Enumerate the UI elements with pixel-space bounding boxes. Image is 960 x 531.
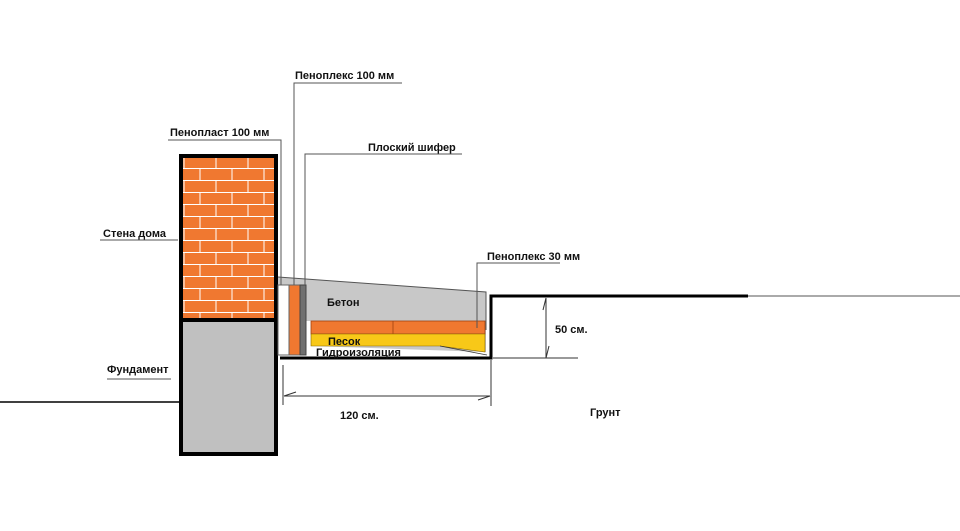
slate-strip	[299, 284, 307, 356]
label-flat-slate: Плоский шифер	[368, 142, 456, 154]
label-depth-dimension: 50 см.	[555, 324, 588, 336]
foundation-block	[179, 318, 278, 456]
label-penoplex-100: Пеноплекс 100 мм	[295, 70, 394, 82]
label-soil: Грунт	[590, 407, 621, 419]
penoplex-strip	[288, 284, 301, 356]
label-concrete: Бетон	[327, 297, 359, 309]
label-waterproofing: Гидроизоляция	[316, 347, 401, 359]
pit-outline	[280, 294, 748, 360]
label-sand: Песок	[328, 336, 361, 348]
penoplex-30-layer	[310, 320, 486, 335]
label-foundation: Фундамент	[107, 364, 169, 376]
label-penoplex-30: Пеноплекс 30 мм	[487, 251, 580, 263]
house-wall-brick	[179, 154, 278, 322]
label-width-dimension: 120 см.	[340, 410, 379, 422]
leader-lines	[100, 82, 560, 380]
sand-layer	[310, 333, 486, 353]
dimension-lines	[282, 297, 578, 406]
label-house-wall: Стена дома	[103, 228, 167, 240]
label-penoplast-100: Пенопласт 100 мм	[170, 127, 269, 139]
penoplast-strip	[277, 284, 290, 356]
